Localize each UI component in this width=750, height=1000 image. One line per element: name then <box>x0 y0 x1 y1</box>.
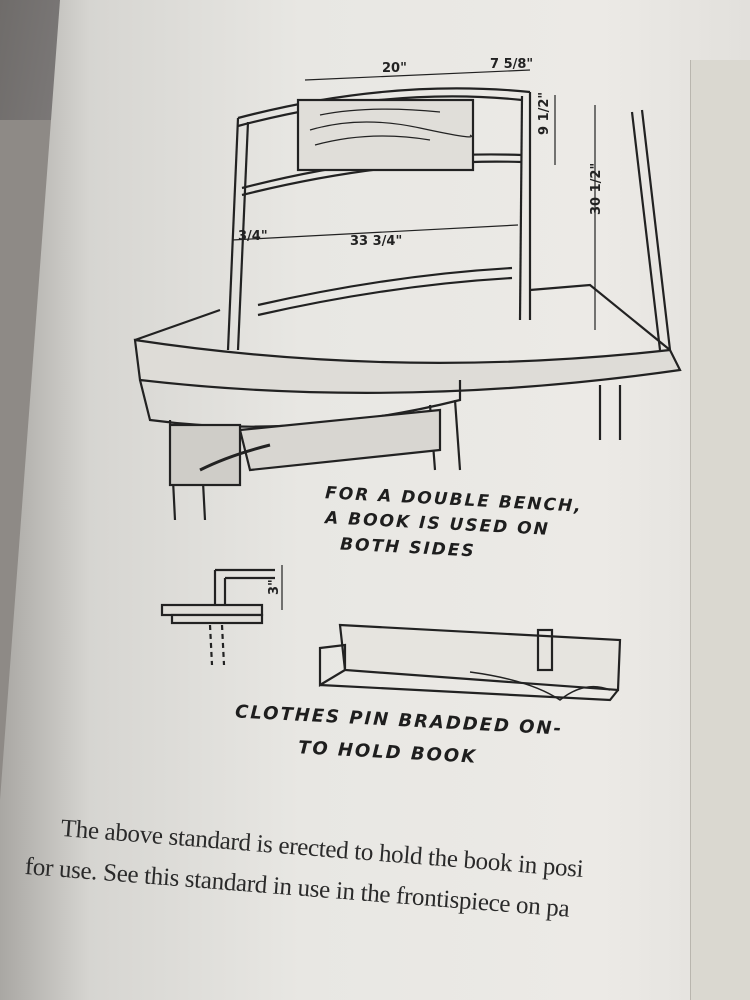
dim-20: 20" <box>382 61 407 76</box>
dim-33-3-4: 33 3/4" <box>350 234 402 249</box>
dim-9-1-2: 9 1/2" <box>537 92 552 135</box>
next-page-edge <box>690 60 750 1000</box>
bench-illustration: 20" 7 5/8" 9 1/2" 30 1/2" 33 3/4" 3/4" 3… <box>133 57 682 702</box>
dim-7-5-8: 7 5/8" <box>490 57 533 72</box>
dim-30-1-2: 30 1/2" <box>589 163 604 215</box>
dim-3-4: 3/4" <box>238 229 268 244</box>
dim-3: 3" <box>267 579 282 595</box>
